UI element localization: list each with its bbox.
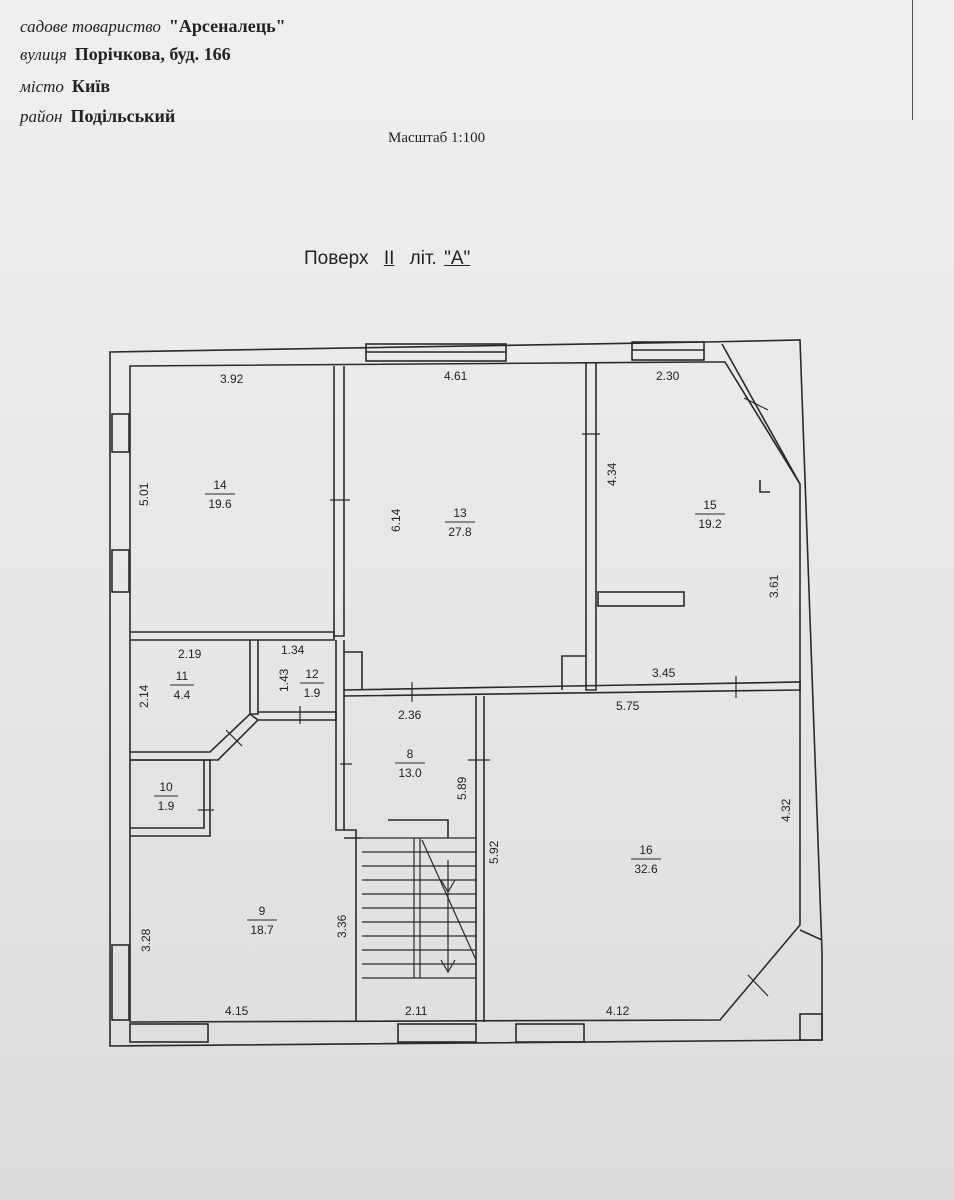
room-area: 1.9 (304, 686, 321, 700)
dimension-label: 4.61 (444, 369, 468, 383)
header-label: садове товариство (20, 17, 161, 36)
room-13: 13 27.8 (445, 506, 475, 539)
dimension-label: 4.32 (779, 798, 793, 822)
floor-letter: "А" (444, 248, 471, 269)
door-marks (198, 397, 769, 997)
header-value: Подільський (70, 106, 176, 126)
dimension-label: 2.36 (398, 708, 422, 722)
dimension-label: 3.36 (335, 914, 349, 938)
room-number: 13 (453, 506, 467, 520)
dimension-label: 5.01 (137, 482, 151, 506)
room-number: 16 (639, 843, 653, 857)
room-8: 8 13.0 (395, 747, 425, 780)
room-number: 14 (213, 478, 227, 492)
dimension-label: 3.61 (767, 574, 781, 598)
room-14: 14 19.6 (205, 478, 235, 511)
header-label: район (20, 107, 63, 126)
room-16: 16 32.6 (631, 843, 661, 876)
dimension-label: 2.19 (178, 647, 202, 661)
dimension-label: 4.15 (225, 1004, 249, 1018)
room-10: 10 1.9 (154, 780, 178, 813)
dimension-label: 6.14 (389, 508, 403, 532)
room-9: 9 18.7 (247, 904, 277, 937)
floor-middle: літ. (409, 248, 437, 269)
scale-label: Масштаб 1:100 (388, 130, 486, 146)
room-number: 9 (259, 904, 266, 918)
room-area: 32.6 (634, 862, 658, 876)
dimension-label: 2.14 (137, 684, 151, 708)
dimension-label: 1.34 (281, 643, 305, 657)
floor-title: Поверх II літ. "А" (304, 248, 472, 270)
plan-walls (109, 339, 823, 1047)
room-area: 1.9 (158, 799, 175, 813)
dimension-label: 5.75 (616, 699, 640, 713)
room-number: 8 (407, 747, 414, 761)
dimension-label: 5.89 (455, 776, 469, 800)
room-labels: 14 19.6 13 27.8 15 19.2 11 4.4 12 (154, 478, 725, 937)
dimension-label: 3.92 (220, 372, 244, 386)
dimension-label: 4.12 (606, 1004, 630, 1018)
room-area: 13.0 (398, 766, 422, 780)
room-number: 11 (176, 669, 189, 683)
margin-line (912, 0, 913, 120)
room-area: 19.6 (208, 497, 232, 511)
room-12: 12 1.9 (300, 667, 324, 700)
header-value: "Арсеналець" (168, 16, 286, 36)
header-value: Порічкова, буд. 166 (74, 44, 231, 64)
dimension-label: 3.45 (652, 666, 676, 680)
room-number: 15 (703, 498, 717, 512)
dimension-label: 1.43 (277, 668, 291, 692)
room-number: 12 (305, 667, 319, 681)
header-value: Київ (71, 76, 111, 96)
header-row-society: садове товариство "Арсеналець" (20, 16, 286, 37)
header-row-city: місто Київ (20, 76, 110, 97)
dimension-label: 2.30 (656, 369, 680, 383)
floor-number: II (383, 248, 395, 269)
dimension-label: 5.92 (487, 840, 501, 864)
room-15: 15 19.2 (695, 498, 725, 531)
dimension-label: 2.11 (405, 1004, 428, 1018)
room-11: 11 4.4 (170, 669, 194, 702)
room-number: 10 (159, 780, 173, 794)
header-label: місто (20, 77, 64, 96)
dimension-label: 4.34 (605, 462, 619, 486)
header-label: вулиця (20, 45, 67, 64)
room-area: 4.4 (174, 688, 191, 702)
floor-prefix: Поверх (304, 248, 369, 269)
dimension-labels: 3.92 4.61 2.30 5.01 6.14 4.34 3.61 2.19 … (137, 369, 793, 1018)
header-row-district: район Подільський (20, 106, 175, 127)
header-row-street: вулиця Порічкова, буд. 166 (20, 44, 231, 65)
room-area: 19.2 (698, 517, 722, 531)
room-area: 18.7 (250, 923, 274, 937)
room-area: 27.8 (448, 525, 472, 539)
staircase (362, 837, 477, 979)
dimension-label: 3.28 (139, 928, 153, 952)
